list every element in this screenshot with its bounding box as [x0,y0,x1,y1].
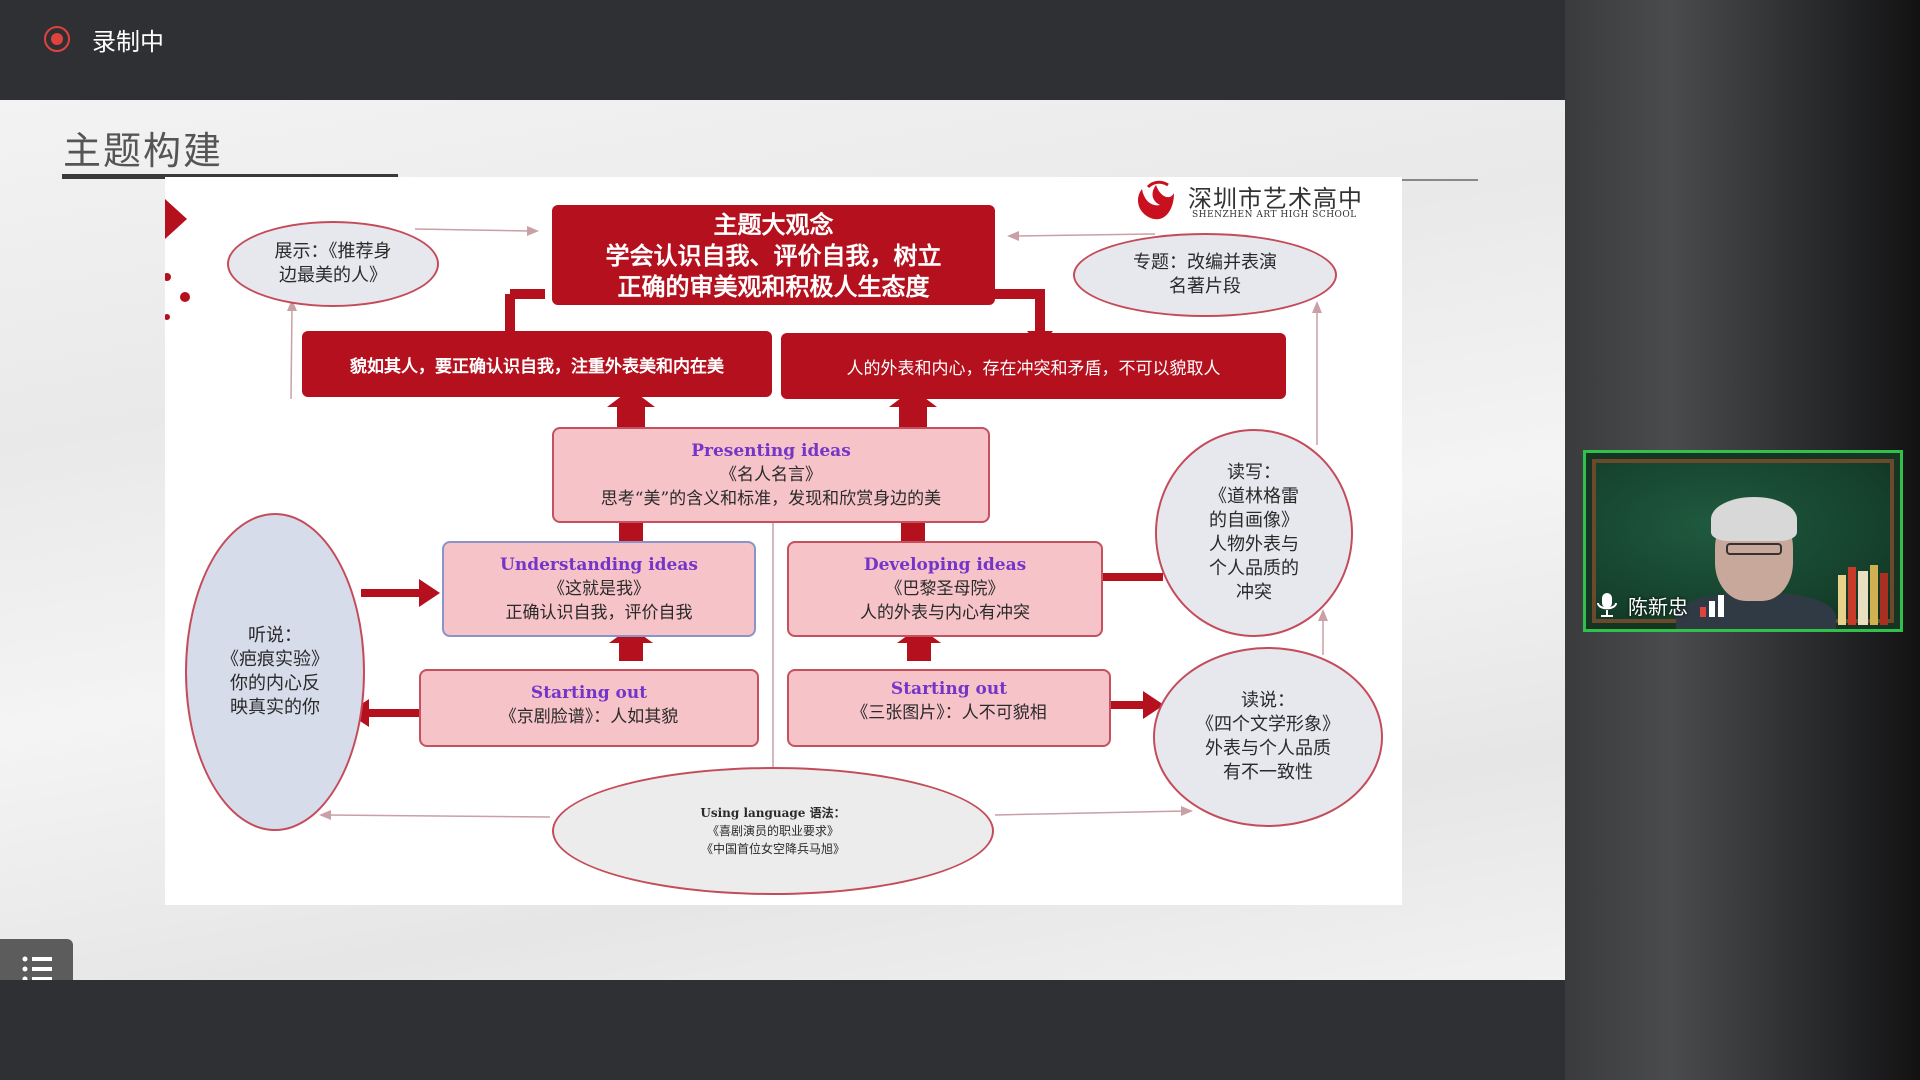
oval-topic: 专题：改编并表演 名著片段 [1073,233,1337,317]
oval-show: 展示：《推荐身 边最美的人》 [227,221,439,307]
signal-bars-icon [1700,595,1724,617]
oval-listen: 听说： 《疤痕实验》 你的内心反 映真实的你 [185,513,365,831]
school-name-cn: 深圳市艺术高中 [1188,185,1363,213]
bottom-bar [0,980,1565,1080]
starting-out-left-heading: Starting out [530,683,648,703]
starting-out-right-heading: Starting out [890,679,1008,699]
concept-diagram: 深圳市艺术高中 SHENZHEN ART HIGH SCHOOL 主题大观念 学… [165,177,1402,905]
oval-readwrite-line-4: 人物外表与 [1209,534,1299,555]
understanding-ideas-title: 《这就是我》 [548,579,650,599]
big-idea-title: 主题大观念 [713,209,834,239]
oval-show-line-1: 展示：《推荐身 [274,241,392,262]
oval-readwrite-line-5: 个人品质的 [1209,558,1299,579]
oval-readwrite-line-1: 读写： [1227,462,1281,483]
left-banner: 貌如其人，要正确认识自我，注重外表美和内在美 [302,331,772,397]
presenting-ideas-heading: Presenting ideas [691,441,851,461]
shared-slide: 主题构建 [0,100,1565,999]
microphone-icon[interactable] [1596,592,1618,618]
top-bar: 录制中 [0,0,1565,100]
oval-readspeak-line-3: 外表与个人品质 [1205,738,1331,759]
oval-topic-line-1: 专题：改编并表演 [1133,252,1277,273]
oval-language-line-3: 《中国首位女空降兵马旭》 [700,842,845,856]
school-logo-icon [1138,180,1174,220]
oval-show-line-2: 边最美的人》 [279,265,387,286]
big-idea-box: 主题大观念 学会认识自我、评价自我，树立 正确的审美观和积极人生态度 [552,205,995,305]
oval-readwrite-line-3: 的自画像》 [1209,510,1299,531]
big-idea-line-2: 正确的审美观和积极人生态度 [617,271,930,301]
oval-readwrite-line-6: 冲突 [1236,582,1272,603]
developing-ideas-desc: 人的外表与内心有冲突 [860,603,1030,623]
presenting-ideas-title: 《名人名言》 [720,465,822,485]
participant-name-bar: 陈新忠 [1596,591,1726,619]
starting-out-right-desc: 《三张图片》：人不可貌相 [851,703,1047,723]
right-banner: 人的外表和内心，存在冲突和矛盾，不可以貌取人 [781,333,1286,399]
school-logo: 深圳市艺术高中 SHENZHEN ART HIGH SCHOOL [1130,177,1390,227]
participant-name: 陈新忠 [1628,594,1688,619]
big-idea-line-1: 学会认识自我、评价自我，树立 [605,240,942,270]
menu-list-icon [22,956,52,982]
starting-out-left-box: Starting out 《京剧脸谱》：人如其貌 [419,669,759,747]
understanding-ideas-heading: Understanding ideas [500,555,698,575]
oval-language: Using language 语法： 《喜剧演员的职业要求》 《中国首位女空降兵… [552,767,994,895]
understanding-ideas-box: Understanding ideas 《这就是我》 正确认识自我，评价自我 [442,541,756,637]
oval-readwrite: 读写： 《道林格雷 的自画像》 人物外表与 个人品质的 冲突 [1155,429,1353,637]
oval-language-line-2: 《喜剧演员的职业要求》 [706,824,839,838]
title-rule-right [1400,179,1478,181]
starting-out-left-desc: 《京剧脸谱》：人如其貌 [499,707,679,727]
oval-readspeak-line-1: 读说： [1241,690,1295,711]
oval-listen-line-2: 《疤痕实验》 [221,649,329,670]
oval-readwrite-line-2: 《道林格雷 [1209,486,1299,507]
participant-glasses [1726,543,1782,555]
oval-listen-line-4: 映真实的你 [230,697,320,718]
school-name-en: SHENZHEN ART HIGH SCHOOL [1192,210,1357,220]
bookshelf [1838,565,1888,625]
title-underline [62,174,398,179]
participant-hair [1711,497,1797,541]
recording-label: 录制中 [92,28,164,56]
participant-video-tile[interactable]: 陈新忠 [1583,450,1903,632]
presenting-ideas-box: Presenting ideas 《名人名言》 思考“美”的含义和标准，发现和欣… [552,427,990,523]
developing-ideas-heading: Developing ideas [863,555,1027,575]
oval-readspeak: 读说： 《四个文学形象》 外表与个人品质 有不一致性 [1153,647,1383,827]
presenting-ideas-desc: 思考“美”的含义和标准，发现和欣赏身边的美 [600,489,942,509]
starting-out-right-box: Starting out 《三张图片》：人不可貌相 [787,669,1111,747]
oval-listen-line-1: 听说： [248,625,302,646]
oval-topic-line-2: 名著片段 [1169,276,1241,297]
developing-ideas-title: 《巴黎圣母院》 [885,579,1005,599]
oval-readspeak-line-2: 《四个文学形象》 [1196,714,1340,735]
understanding-ideas-desc: 正确认识自我，评价自我 [505,603,693,623]
slide-title: 主题构建 [63,129,224,173]
oval-readspeak-line-4: 有不一致性 [1223,762,1313,783]
oval-language-line-1: Using language 语法： [700,806,846,820]
developing-ideas-box: Developing ideas 《巴黎圣母院》 人的外表与内心有冲突 [787,541,1103,637]
oval-listen-line-3: 你的内心反 [230,673,320,694]
record-icon[interactable] [44,26,70,52]
